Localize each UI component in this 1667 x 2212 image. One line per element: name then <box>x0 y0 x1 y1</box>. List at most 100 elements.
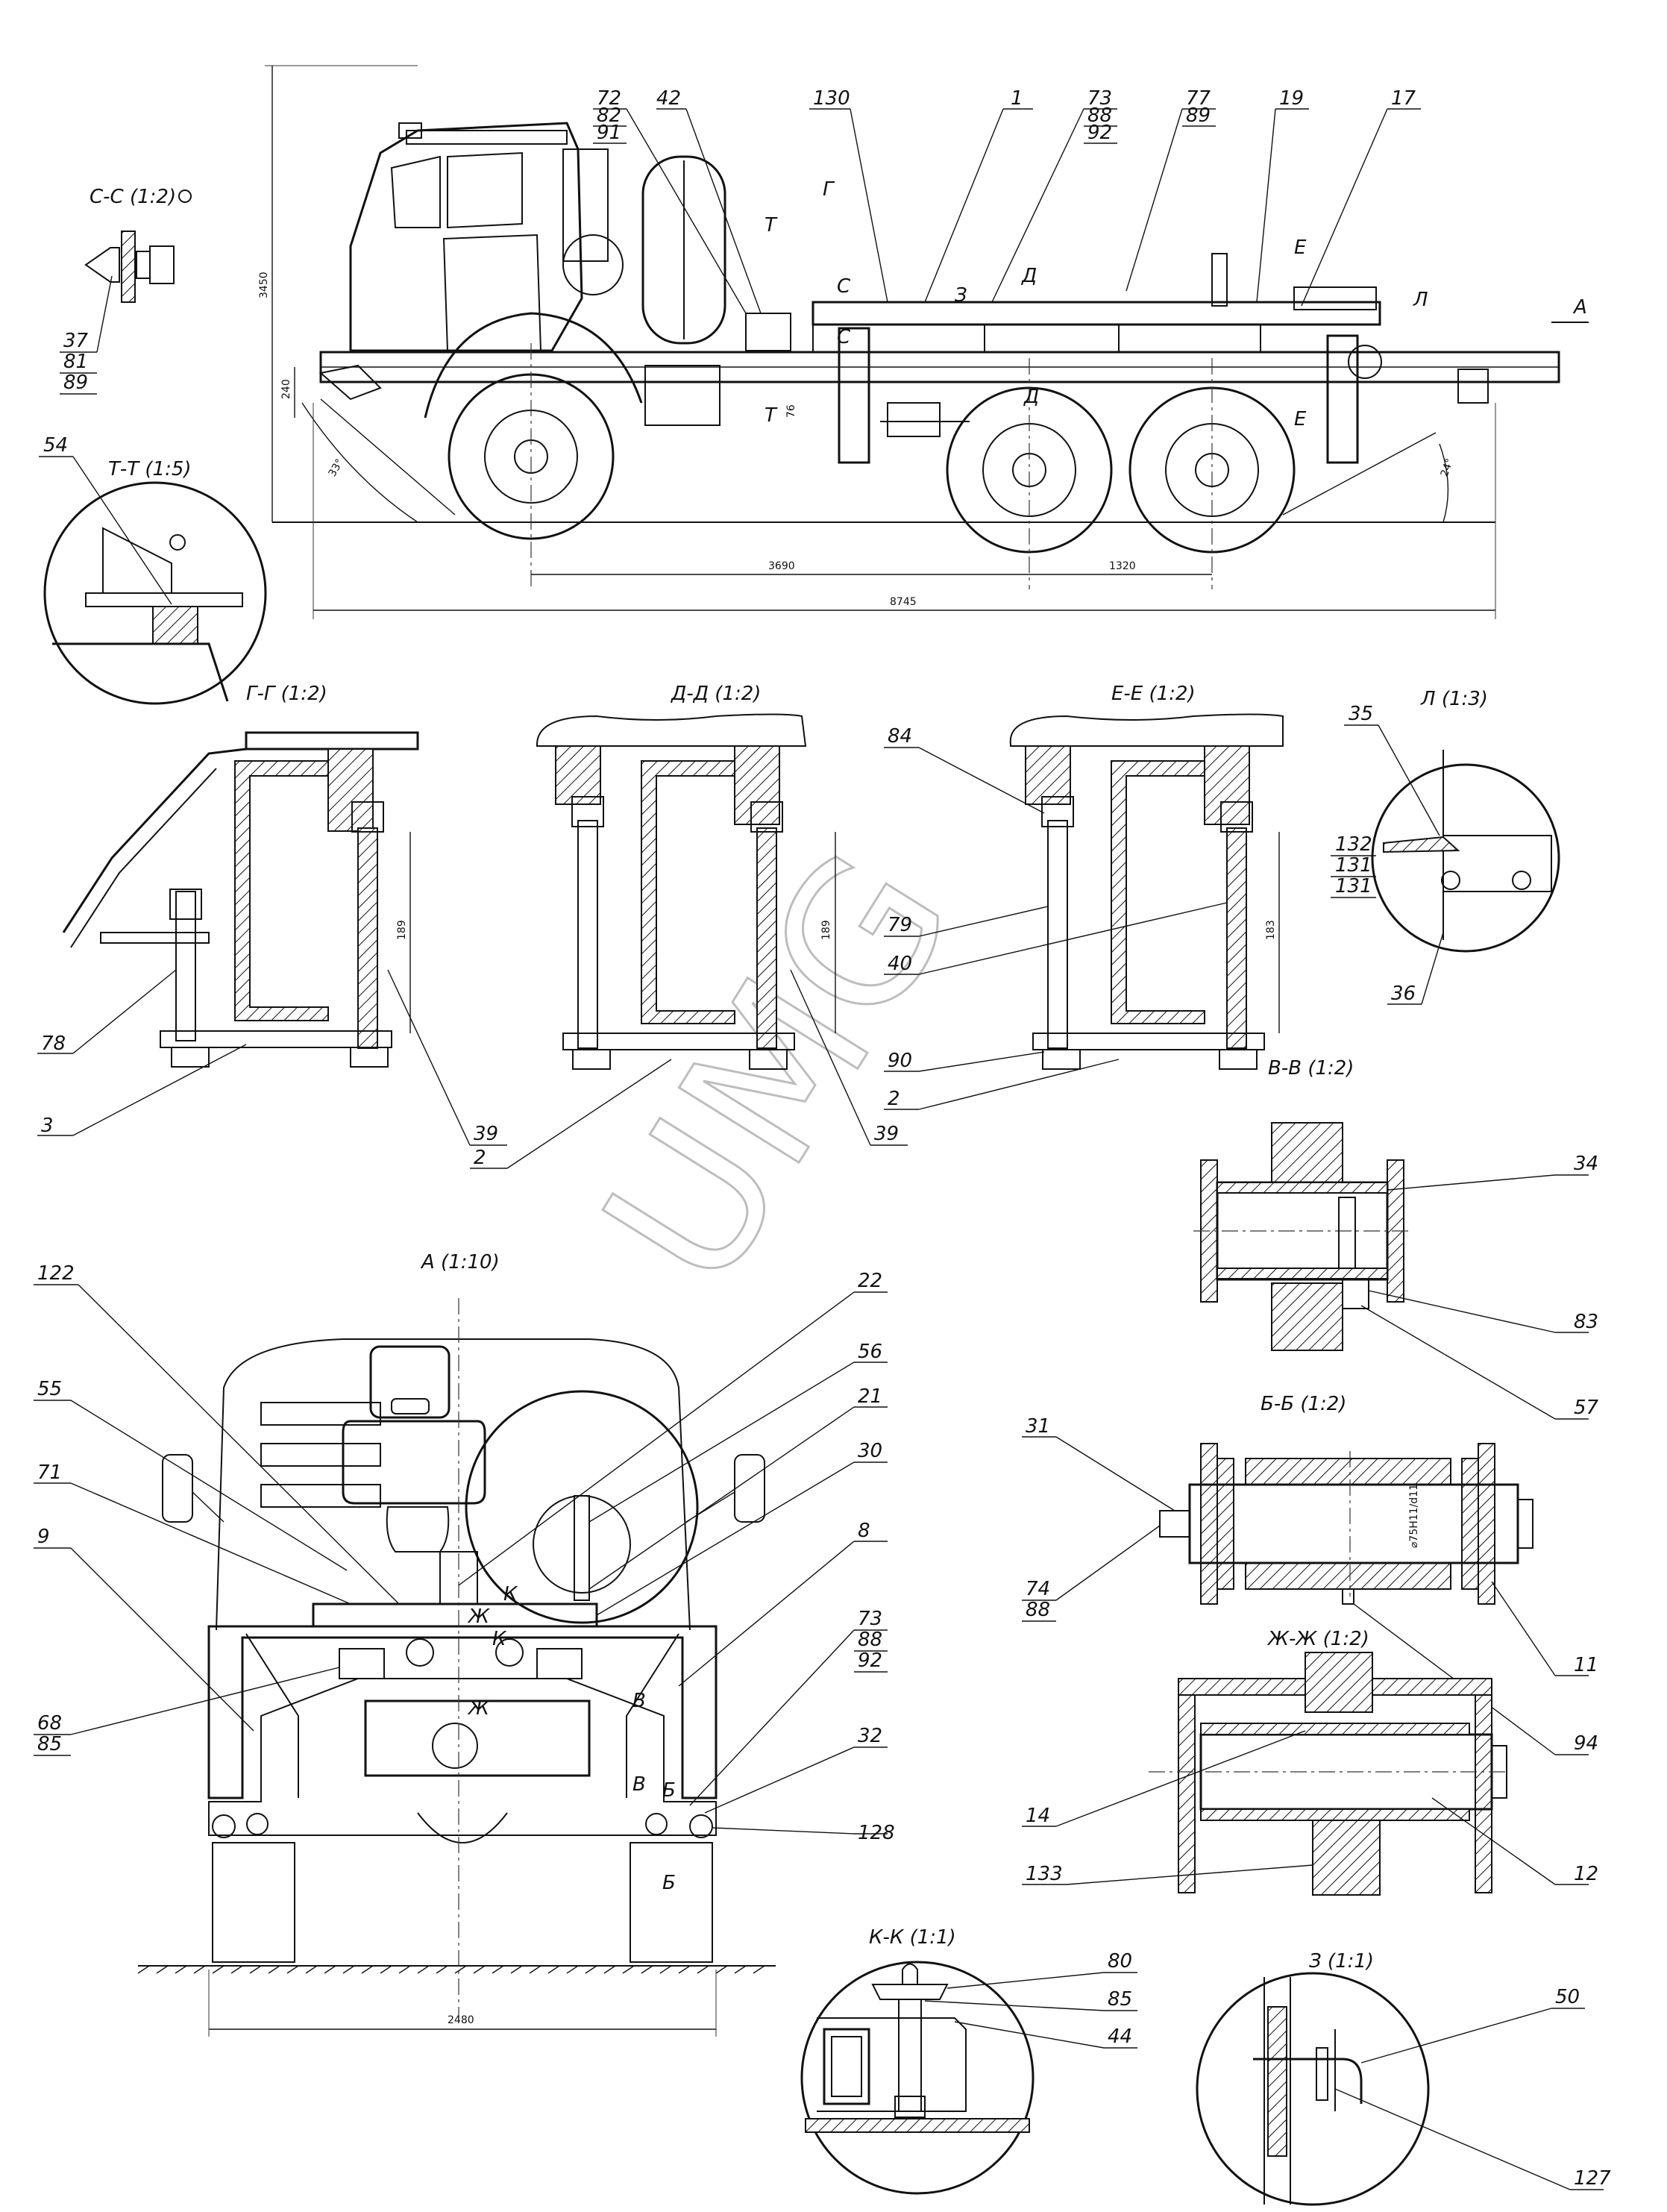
callout-91: 91 <box>597 122 621 144</box>
rear-wheel <box>1128 386 1296 554</box>
front-left-brace <box>245 1633 299 1798</box>
section-gg-nut-1b <box>171 1047 210 1068</box>
callout-14: 14 <box>1026 1805 1050 1827</box>
dim-overall-length: 8745 <box>890 596 917 608</box>
section-gg-block <box>327 748 374 832</box>
callout-40: 40 <box>888 953 912 975</box>
section-tt-plate <box>85 592 243 607</box>
section-gg-bottom-plate <box>160 1030 392 1048</box>
engine-intake <box>562 148 609 262</box>
callout-8: 8 <box>858 1520 870 1542</box>
section-zh-title: Ж-Ж (1:2) <box>1266 1628 1369 1650</box>
section-cc-nut-2 <box>149 245 175 284</box>
callout-88-b6: 88 <box>1026 1599 1050 1621</box>
rear-hitch <box>1457 369 1489 404</box>
section-kk-base-plate <box>805 2118 1030 2133</box>
section-kk-title: К-К (1:1) <box>869 1926 956 1949</box>
fuel-tank <box>644 365 721 426</box>
front-light-right <box>536 1648 583 1679</box>
dim-approach-angle: 33° <box>327 457 346 479</box>
callout-30: 30 <box>858 1440 882 1462</box>
section-kk-bolt <box>898 1999 922 2112</box>
callout-32: 32 <box>858 1725 882 1747</box>
section-gg-top-plate <box>245 731 419 751</box>
section-ee-title: Е-Е (1:2) <box>1111 683 1196 705</box>
section-zh-bush-bottom <box>1200 1808 1470 1821</box>
callout-54: 54 <box>43 434 68 457</box>
tow-unit-rear <box>1326 334 1359 464</box>
front-dim-width: 2480 <box>448 2014 474 2026</box>
subframe-platform <box>811 301 1381 326</box>
callout-56: 56 <box>858 1341 882 1363</box>
callout-72: 72 <box>597 87 621 110</box>
section-gg-nut-2b <box>350 1047 389 1068</box>
front-mark-b-2: Б <box>662 1872 676 1894</box>
callout-37: 37 <box>63 330 89 352</box>
front-tow-frame-outer <box>207 1625 718 1799</box>
front-platform <box>312 1602 598 1628</box>
callout-2-ee: 2 <box>888 1088 900 1110</box>
callout-127: 127 <box>1574 2167 1611 2190</box>
section-tt-bracket <box>102 527 172 594</box>
front-mark-k-2: К <box>492 1628 507 1650</box>
dim-wheelbase-2: 1320 <box>1109 560 1136 572</box>
callout-35: 35 <box>1349 703 1373 725</box>
section-cc-title: С-С (1:2) <box>90 186 176 208</box>
callout-68: 68 <box>37 1712 62 1735</box>
section-cc-symbol <box>178 189 192 203</box>
callout-55: 55 <box>37 1378 62 1400</box>
section-mark-d-upper: Д <box>1021 265 1037 287</box>
side-view: 33° 24° 3450 240 3690 1320 8745 76 С С Т… <box>258 65 1589 619</box>
section-dd-channel <box>641 760 735 1024</box>
section-kk-wing-nut <box>871 1984 949 2000</box>
front-mechanism <box>364 1699 591 1777</box>
section-mark-t-lower: Т <box>765 404 778 427</box>
detail-z: З (1:1) 50 127 <box>1196 1950 1611 2206</box>
front-mark-k-1: К <box>503 1583 518 1605</box>
callout-42: 42 <box>656 87 681 110</box>
platform-box <box>1293 286 1377 310</box>
front-intake-pipe <box>386 1506 450 1553</box>
callout-17: 17 <box>1391 87 1416 110</box>
section-gg-dim: 189 <box>396 920 408 940</box>
front-grille-2 <box>260 1443 381 1467</box>
section-b6-wall-2 <box>1216 1458 1234 1590</box>
section-gg-ramp <box>62 748 247 933</box>
section-gg-nut-2a <box>351 801 384 833</box>
section-vv-collar <box>1338 1197 1356 1269</box>
section-kk-tube <box>823 2028 870 2105</box>
callout-50: 50 <box>1555 1986 1580 2008</box>
detail-circle-l <box>1348 345 1382 379</box>
front-bolt-left <box>246 1813 269 1835</box>
detail-l-circle <box>1371 763 1560 953</box>
section-cc: С-С (1:2) 37 81 89 <box>60 186 192 395</box>
callout-31: 31 <box>1026 1415 1050 1438</box>
front-mark-v-1: В <box>632 1690 646 1712</box>
cab-roof-light <box>398 122 422 139</box>
section-dd-bolt-2 <box>756 827 777 1049</box>
callout-81: 81 <box>63 351 88 373</box>
callout-36: 36 <box>1391 983 1416 1005</box>
front-mark-b-1: Б <box>662 1779 676 1802</box>
front-light-left <box>339 1648 385 1679</box>
front-spare-clamp <box>574 1495 590 1601</box>
cab-roof-visor <box>406 130 568 145</box>
callout-130: 130 <box>813 87 850 110</box>
callout-79: 79 <box>888 914 912 936</box>
section-ee: Е-Е (1:2) 183 84 79 40 90 2 <box>884 683 1284 1110</box>
approach-angle-arc <box>301 402 418 523</box>
callout-83: 83 <box>1574 1311 1598 1333</box>
section-kk-circle <box>800 1961 1035 2195</box>
front-cab-outline <box>216 1338 691 1631</box>
cab-door <box>442 234 542 351</box>
section-mark-z: З <box>955 284 967 307</box>
section-mark-l: Л <box>1413 289 1428 311</box>
cab-window-front <box>390 155 441 228</box>
callout-92-front: 92 <box>858 1649 882 1672</box>
callout-2: 2 <box>474 1147 486 1169</box>
front-air-filter <box>342 1420 486 1505</box>
section-dd-dim: 189 <box>820 920 832 940</box>
section-zh-right-wall <box>1475 1694 1492 1893</box>
section-mark-c-lower: С <box>837 326 851 348</box>
